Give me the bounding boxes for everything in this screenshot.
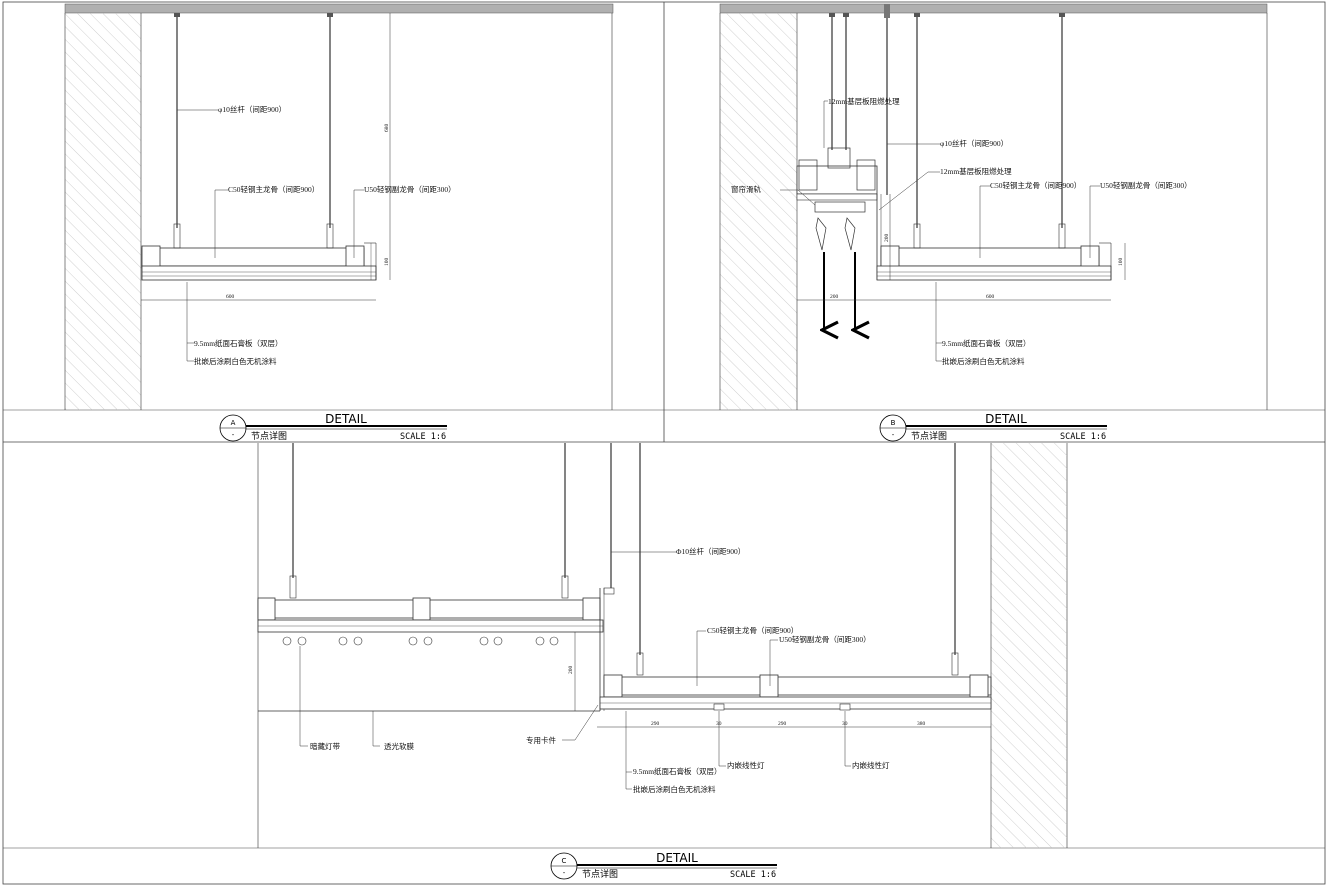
- label-rod: φ10丝杆（间距900）: [218, 104, 286, 114]
- detail-scale: SCALE 1:6: [400, 432, 446, 442]
- detail-title: DETAIL: [985, 412, 1027, 426]
- label-sub-keel: U50轻钢副龙骨（间距300）: [779, 634, 871, 644]
- label-hidden-light: 暗藏灯带: [310, 741, 340, 751]
- slab: [719, 3, 1268, 14]
- bubble-sub: -: [232, 431, 235, 439]
- label-sub-keel: U50轻钢副龙骨（间距300）: [1100, 180, 1192, 190]
- label-paint: 批嵌后涂刷白色无机涂料: [633, 784, 716, 794]
- dim-box-width: 200: [830, 294, 839, 300]
- label-board: 9.5mm纸面石膏板（双层）: [194, 338, 283, 348]
- detail-subtitle: 节点详图: [911, 430, 947, 442]
- label-linear-light-2: 内嵌线性灯: [852, 760, 890, 770]
- bubble-sub: -: [892, 431, 895, 439]
- detail-b: 200 200 600 100 12mm基层板阻燃处理 φ10丝杆（间距900）…: [719, 3, 1268, 442]
- dim-seg2: 290: [778, 721, 787, 727]
- dim-seg3: 380: [917, 721, 926, 727]
- detail-title: DETAIL: [656, 851, 698, 865]
- dim-thickness: 100: [384, 258, 390, 267]
- label-clip: 专用卡件: [526, 735, 556, 745]
- detail-c: 200 290 30 290 30 380 Φ10丝杆（间距900） C50轻钢…: [257, 443, 1068, 880]
- bubble-letter: C: [562, 857, 567, 865]
- linear-light: [839, 703, 851, 711]
- curtain-rail: [814, 201, 866, 213]
- detail-subtitle: 节点详图: [251, 430, 287, 442]
- label-rod: Φ10丝杆（间距900）: [676, 546, 745, 556]
- label-paint: 批嵌后涂刷白色无机涂料: [942, 356, 1025, 366]
- hidden-light-fixtures: [282, 636, 559, 646]
- label-rail: 窗帘滑轨: [731, 184, 761, 194]
- detail-a: 680 100 600 φ10丝杆（间距900） C50轻钢主龙骨（间距900）…: [64, 3, 614, 442]
- label-rod: φ10丝杆（间距900）: [940, 138, 1008, 148]
- dim-seg1: 290: [651, 721, 660, 727]
- detail-subtitle: 节点详图: [582, 868, 618, 880]
- slab: [64, 3, 614, 14]
- dim-thickness: 100: [1118, 258, 1124, 267]
- bubble-letter: B: [891, 419, 896, 427]
- dim-width: 600: [226, 294, 235, 300]
- label-paint: 批嵌后涂刷白色无机涂料: [194, 356, 277, 366]
- bubble-sub: -: [563, 869, 566, 877]
- label-board: 9.5mm纸面石膏板（双层）: [633, 766, 722, 776]
- label-main-keel: C50轻钢主龙骨（间距900）: [707, 625, 798, 635]
- detail-scale: SCALE 1:6: [1060, 432, 1106, 442]
- dim-drop: 200: [568, 666, 574, 675]
- main-keel: [141, 247, 365, 267]
- dim-drop: 200: [884, 234, 890, 243]
- label-plywood-top: 12mm基层板阻燃处理: [828, 96, 900, 106]
- dim-height: 680: [384, 124, 390, 133]
- label-sub-keel: U50轻钢副龙骨（间距300）: [364, 184, 456, 194]
- bubble-letter: A: [231, 419, 236, 427]
- detail-title: DETAIL: [325, 412, 367, 426]
- label-membrane: 透光软膜: [384, 741, 414, 751]
- curtain-box: [796, 165, 878, 195]
- gypsum-board: [141, 265, 377, 281]
- label-board: 9.5mm纸面石膏板（双层）: [942, 338, 1031, 348]
- label-main-keel: C50轻钢主龙骨（间距900）: [990, 180, 1081, 190]
- label-linear-light-1: 内嵌线性灯: [727, 760, 765, 770]
- label-main-keel: C50轻钢主龙骨（间距900）: [228, 184, 319, 194]
- dim-width: 600: [986, 294, 995, 300]
- label-plywood-side: 12mm基层板阻燃处理: [940, 166, 1012, 176]
- main-keel: [880, 247, 1100, 267]
- wall-hatch: [991, 443, 1067, 848]
- main-keel: [603, 676, 992, 696]
- gypsum-board: [876, 265, 1112, 281]
- wall-hatch: [65, 13, 141, 410]
- wall-hatch: [720, 13, 797, 410]
- linear-light: [713, 703, 725, 711]
- detail-scale: SCALE 1:6: [730, 870, 776, 880]
